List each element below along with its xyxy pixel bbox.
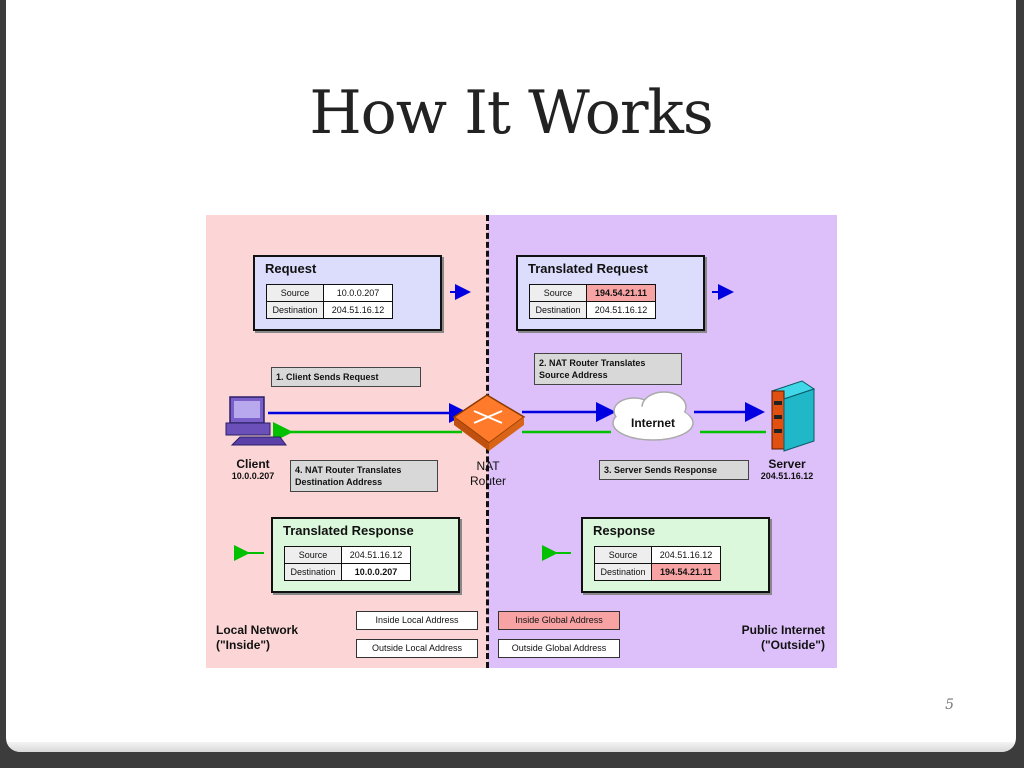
source-label: Source [284,546,342,564]
client-ip: 10.0.0.207 [231,471,275,481]
local-network-label: Local Network ("Inside") [216,623,298,653]
legend-inside-global: Inside Global Address [498,611,620,630]
legend-outside-local: Outside Local Address [356,639,478,658]
client-name: Client [236,457,270,471]
destination-label: Destination [529,301,587,319]
legend-outside-global: Outside Global Address [498,639,620,658]
slide: How It Works [6,0,1016,752]
step-3-label: 3. Server Sends Response [599,460,749,480]
translated-request-title: Translated Request [528,261,648,276]
nat-label-line-1: NAT [476,459,500,473]
response-title: Response [593,523,656,538]
request-title: Request [265,261,317,276]
internet-label: Internet [630,416,675,430]
internet-cloud-icon [612,391,694,441]
page-number: 5 [945,697,954,713]
nat-label-line-2: Router [469,474,507,488]
local-network-line-1: Local Network [216,623,299,637]
local-network-line-2: ("Inside") [216,638,271,652]
source-label: Source [594,546,652,564]
legend-inside-local: Inside Local Address [356,611,478,630]
step-4-line-2: Destination Address [295,477,383,487]
destination-value: 10.0.0.207 [341,563,411,581]
step-4-label: 4. NAT Router Translates Destination Add… [290,460,438,492]
source-label: Source [529,284,587,302]
slide-title: How It Works [309,78,713,148]
public-internet-line-1: Public Internet [741,623,825,637]
step-1-label: 1. Client Sends Request [271,367,421,387]
translated-response-title: Translated Response [283,523,414,538]
step-2-line-1: 2. NAT Router Translates [539,358,646,368]
client-label: Client 10.0.0.207 [220,457,286,481]
client-computer-icon [225,396,287,446]
destination-value: 194.54.21.11 [651,563,721,581]
public-internet-label: Public Internet ("Outside") [721,623,825,653]
diagram-graphics [225,284,816,561]
step-4-line-1: 4. NAT Router Translates [295,465,402,475]
destination-label: Destination [284,563,342,581]
step-2-line-2: Source Address [539,370,608,380]
server-name: Server [768,457,806,471]
source-label: Source [266,284,324,302]
nat-router-label: NAT Router [458,459,518,489]
source-value: 194.54.21.11 [586,284,656,302]
server-label: Server 204.51.16.12 [754,457,820,481]
request-path [268,402,765,423]
destination-value: 204.51.16.12 [586,301,656,319]
destination-label: Destination [594,563,652,581]
destination-label: Destination [266,301,324,319]
source-value: 204.51.16.12 [651,546,721,564]
nat-router-icon [452,394,526,451]
server-ip: 204.51.16.12 [760,471,814,481]
source-value: 204.51.16.12 [341,546,411,564]
source-value: 10.0.0.207 [323,284,393,302]
server-icon [770,380,816,452]
public-internet-line-2: ("Outside") [760,638,825,652]
step-2-label: 2. NAT Router Translates Source Address [534,353,682,385]
destination-value: 204.51.16.12 [323,301,393,319]
